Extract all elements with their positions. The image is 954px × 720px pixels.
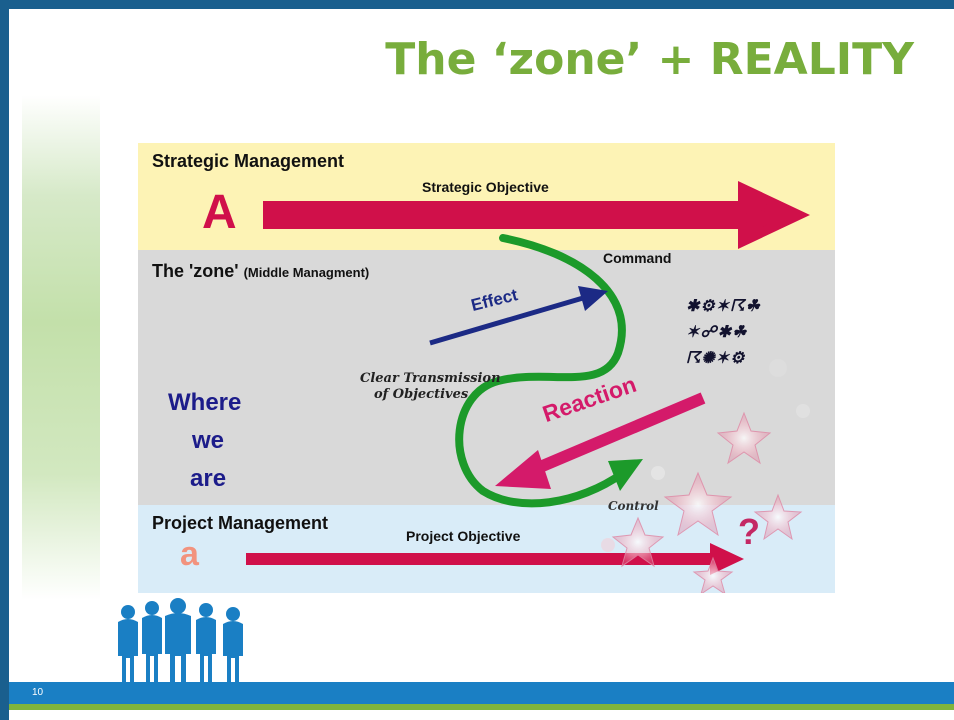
- slide-number: 10: [32, 687, 44, 698]
- project-heading: Project Management: [152, 513, 329, 533]
- star-burst-icon: [601, 359, 810, 593]
- people-silhouette-icon: [118, 598, 243, 684]
- reaction-arrow: [495, 392, 706, 489]
- zone-heading-text: The 'zone': [152, 261, 239, 281]
- transmission-label-line1: Clear Transmission: [360, 371, 501, 386]
- transmission-label-line2: of Objectives: [374, 387, 469, 402]
- control-label: Control: [608, 499, 659, 513]
- we-label: we: [192, 427, 225, 454]
- command-control-curve: [455, 234, 627, 508]
- bottom-bar: [9, 682, 954, 704]
- bottom-accent: [9, 704, 954, 710]
- zone-subheading: (Middle Managment): [243, 265, 370, 280]
- command-label: Command: [603, 250, 672, 266]
- top-border: [0, 0, 954, 9]
- curve-arrowhead: [608, 459, 643, 491]
- where-label: Where: [168, 389, 242, 416]
- project-objective-label: Project Objective: [406, 528, 521, 544]
- strategic-heading: Strategic Management: [152, 151, 345, 171]
- strategic-objective-label: Strategic Objective: [422, 179, 549, 195]
- zone-band: [138, 250, 835, 505]
- project-start-label: a: [180, 535, 199, 573]
- side-gradient: [22, 95, 100, 600]
- question-mark-icon: ?: [738, 511, 760, 552]
- strategic-arrow: [263, 181, 810, 249]
- diagram-arrows: [246, 181, 810, 593]
- zone-heading: The 'zone' (Middle Managment): [152, 261, 369, 282]
- zone-diagram: Strategic Management Strategic Objective…: [138, 143, 835, 593]
- scribble-figures-icon: ✱⚙✶☈☘✶☍✱☘☈✺✶⚙: [686, 296, 761, 367]
- strategic-band: [138, 143, 835, 250]
- strategic-end-label: B: [736, 186, 771, 239]
- left-border: [0, 0, 9, 720]
- project-arrow: [246, 543, 744, 575]
- effect-arrow: [429, 286, 608, 346]
- are-label: are: [190, 465, 227, 492]
- slide-title: The ‘zone’ + REALITY: [385, 34, 914, 85]
- strategic-start-label: A: [202, 186, 237, 239]
